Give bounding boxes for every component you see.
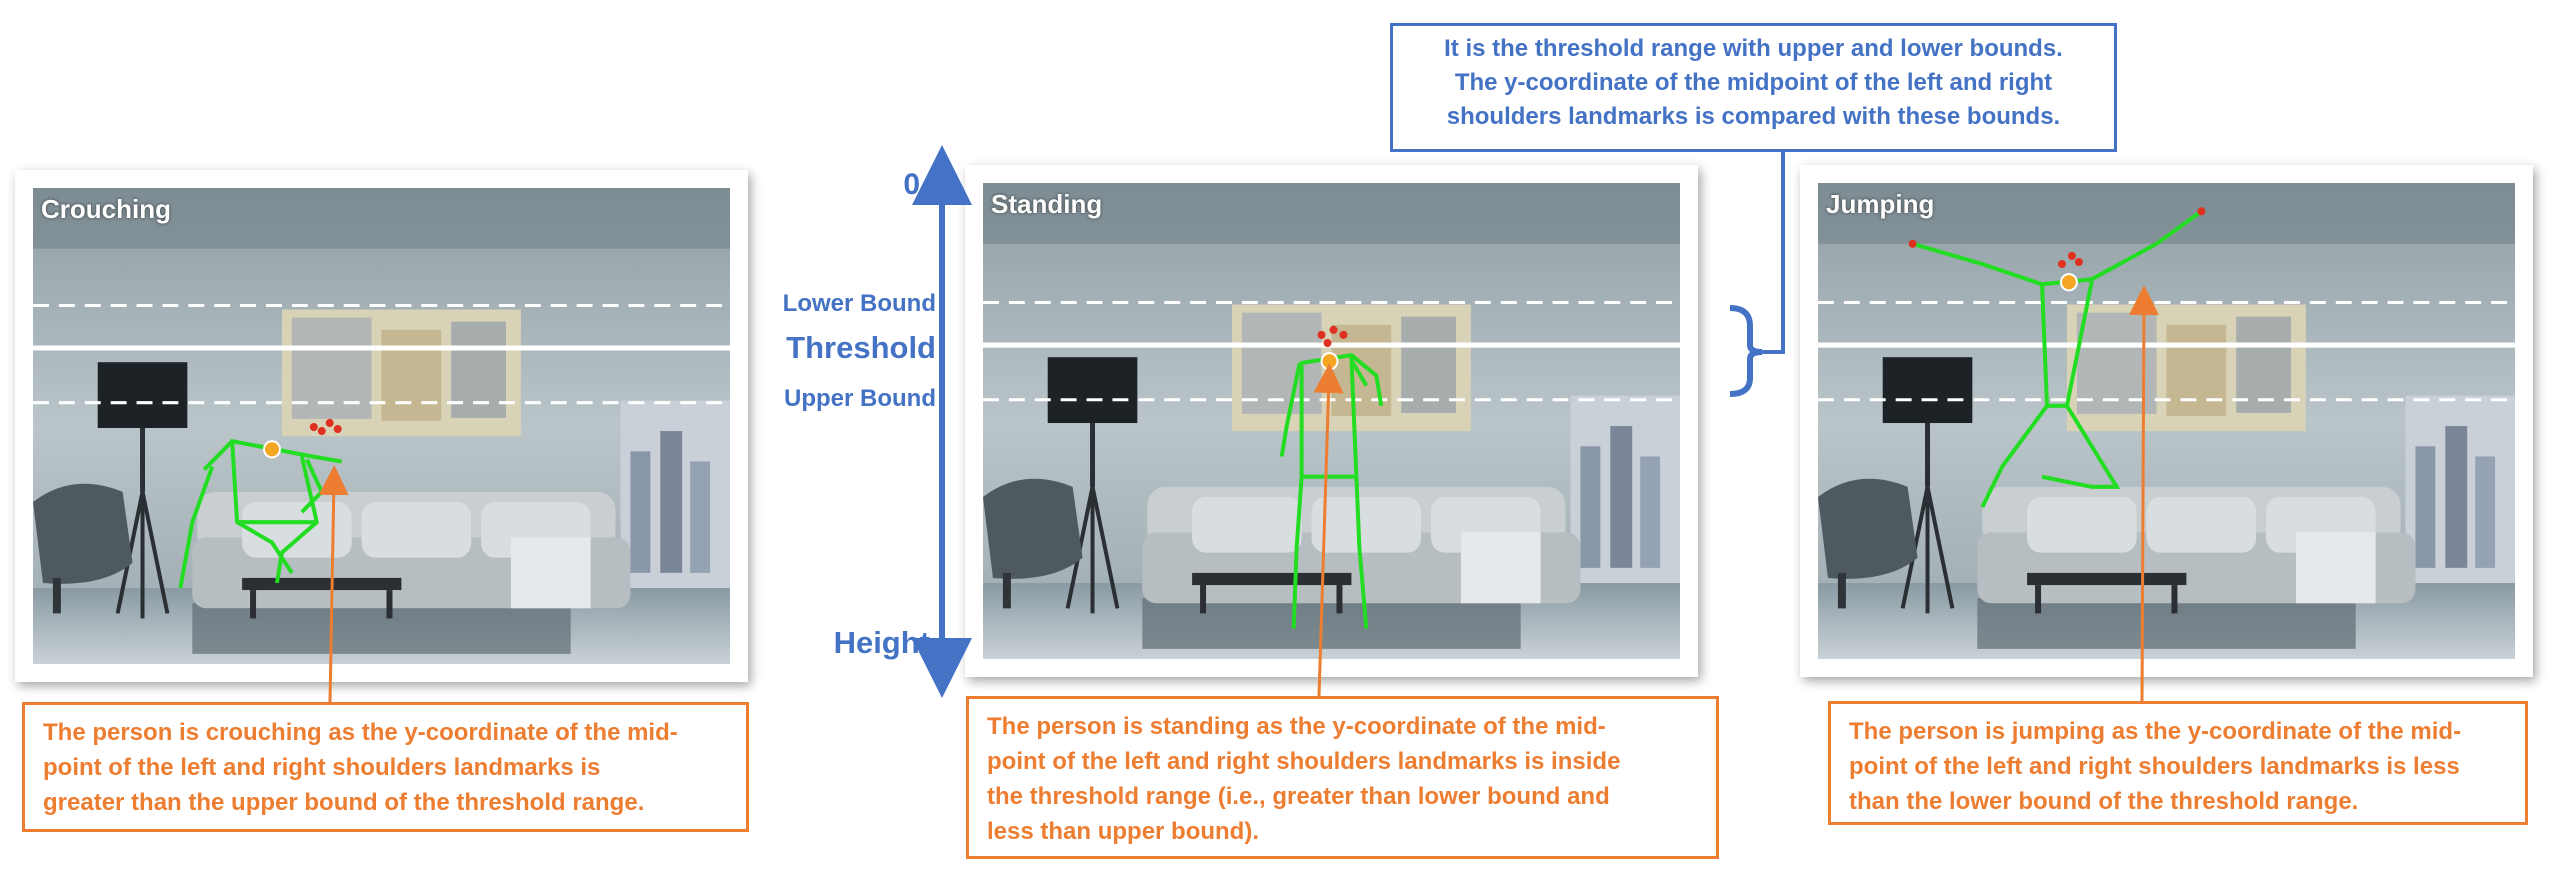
standing-callout-line: less than upper bound).	[987, 818, 1260, 845]
shoulder-midpoint-marker	[2059, 273, 2078, 292]
lower-bound-label: Lower Bound	[782, 290, 936, 317]
threshold-callout-connector	[1762, 152, 1785, 354]
threshold-brace	[1729, 305, 1763, 397]
threshold-callout: It is the threshold range with upper and…	[1390, 23, 2117, 152]
upper-bound-label: Upper Bound	[784, 385, 936, 412]
standing-panel: Standing	[965, 165, 1698, 677]
jumping-callout-line: point of the left and right shoulders la…	[1849, 753, 2460, 780]
threshold-callout-line: It is the threshold range with upper and…	[1444, 35, 2063, 62]
jumping-callout-line: The person is jumping as the y-coordinat…	[1849, 718, 2462, 745]
shoulder-midpoint-marker	[263, 440, 281, 459]
crouching-image: Crouching	[33, 188, 730, 664]
jumping-face-landmarks	[1908, 207, 2206, 269]
crouching-panel: Crouching	[15, 170, 748, 682]
crouching-title: Crouching	[41, 194, 171, 224]
standing-title: Standing	[991, 189, 1103, 219]
jumping-callout: The person is jumping as the y-coordinat…	[1828, 701, 2528, 825]
standing-face-landmarks	[1317, 325, 1348, 348]
standing-callout-line: the threshold range (i.e., greater than …	[987, 783, 1610, 810]
crouching-callout-line: The person is crouching as the y-coordin…	[43, 719, 678, 746]
standing-callout-line: The person is standing as the y-coordina…	[987, 713, 1606, 740]
threshold-callout-line: shoulders landmarks is compared with the…	[1446, 103, 2061, 130]
crouching-callout-line: point of the left and right shoulders la…	[43, 754, 601, 781]
jumping-title: Jumping	[1826, 189, 1935, 219]
jumping-image: Jumping	[1818, 183, 2515, 659]
crouching-callout-line: greater than the upper bound of the thre…	[43, 789, 645, 816]
jumping-callout-line: than the lower bound of the threshold ra…	[1849, 788, 2359, 815]
jumping-panel: Jumping	[1800, 165, 2533, 677]
threshold-label: Threshold	[786, 330, 936, 365]
axis-height-label: Height	[833, 625, 930, 660]
standing-callout: The person is standing as the y-coordina…	[966, 696, 1719, 859]
standing-callout-line: point of the left and right shoulders la…	[987, 748, 1621, 775]
standing-image: Standing	[983, 183, 1680, 659]
crouching-callout: The person is crouching as the y-coordin…	[22, 702, 749, 832]
shoulder-midpoint-marker	[1320, 352, 1339, 371]
crouching-face-landmarks	[309, 418, 342, 436]
threshold-callout-line: The y-coordinate of the midpoint of the …	[1454, 69, 2053, 96]
axis-top-label: 0	[903, 168, 920, 201]
